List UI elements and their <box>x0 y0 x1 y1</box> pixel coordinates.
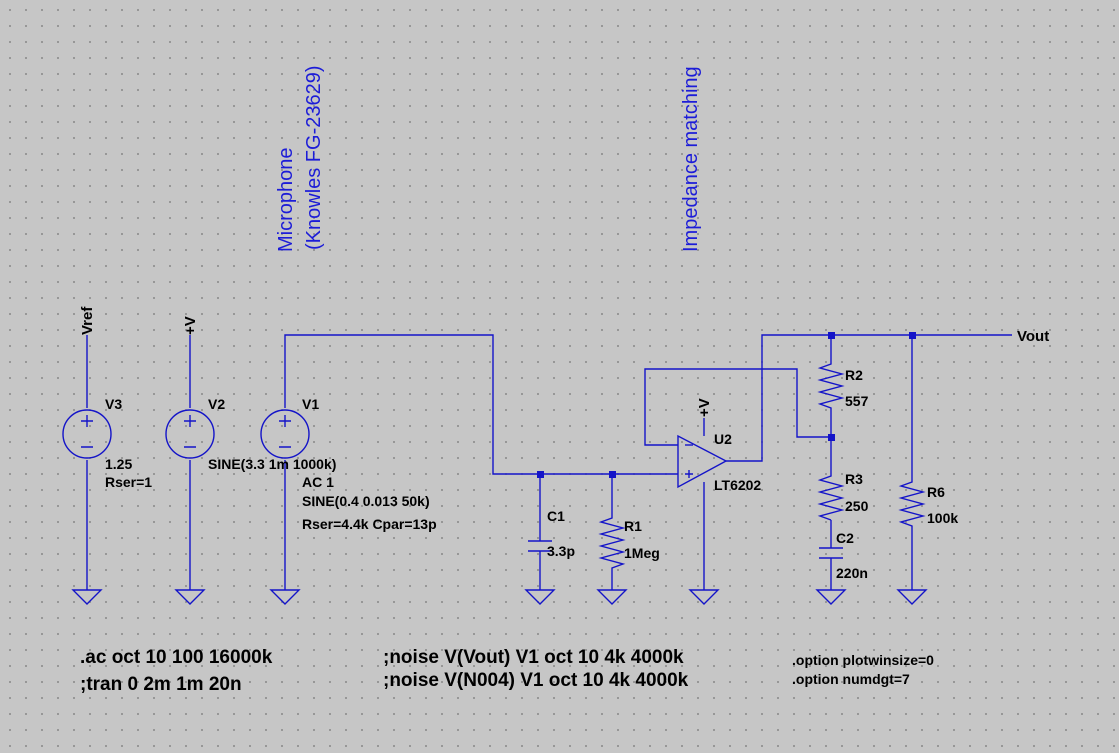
r3-value: 250 <box>845 498 869 514</box>
r1-name: R1 <box>624 518 642 534</box>
u2-value: LT6202 <box>714 477 761 493</box>
ground-icon <box>596 589 628 605</box>
net-label-vref[interactable]: Vref <box>79 306 96 335</box>
net-label-plusv[interactable]: +V <box>182 316 199 335</box>
v1-param: Rser=4.4k Cpar=13p <box>302 516 437 532</box>
r6-value: 100k <box>927 510 958 526</box>
ground-icon <box>269 589 301 605</box>
ground-icon <box>524 589 556 605</box>
directive-tran[interactable]: ;tran 0 2m 1m 20n <box>80 674 242 695</box>
c1-name: C1 <box>547 508 565 524</box>
junction-dot <box>609 471 616 478</box>
microphone-model: (Knowles FG-23629) <box>303 65 325 250</box>
ground-icon <box>688 589 720 605</box>
r6-name: R6 <box>927 484 945 500</box>
u2-name: U2 <box>714 431 732 447</box>
v3-param: Rser=1 <box>105 474 152 490</box>
v3-name: V3 <box>105 396 122 412</box>
ground-icon <box>71 589 103 605</box>
v1-ac: AC 1 <box>302 474 334 490</box>
ground-icon <box>896 589 928 605</box>
v1-value: SINE(0.4 0.013 50k) <box>302 493 430 509</box>
wire-v1-out[interactable] <box>284 334 678 475</box>
c2-name: C2 <box>836 530 854 546</box>
junctions <box>537 332 916 478</box>
voltage-source-v3[interactable] <box>62 409 112 459</box>
opamp-u2[interactable] <box>677 434 728 489</box>
junction-dot <box>828 332 835 339</box>
directive-noise-n004[interactable]: ;noise V(N004) V1 oct 10 4k 4000k <box>383 670 689 691</box>
capacitor-c1[interactable] <box>528 540 552 552</box>
resistor-r3[interactable] <box>817 470 845 521</box>
resistor-r1[interactable] <box>598 512 626 578</box>
wire-vout[interactable] <box>726 334 1012 462</box>
directive-option-plotwinsize[interactable]: .option plotwinsize=0 <box>792 652 934 668</box>
r1-value: 1Meg <box>624 545 660 561</box>
voltage-source-v1[interactable] <box>260 409 310 459</box>
capacitor-c2[interactable] <box>819 547 843 559</box>
v3-value: 1.25 <box>105 456 132 472</box>
impedance-title: Impedance matching <box>680 66 702 252</box>
ground-icon <box>174 589 206 605</box>
junction-dot <box>909 332 916 339</box>
c1-value: 3.3p <box>547 543 575 559</box>
ground-icon <box>815 589 847 605</box>
directive-ac[interactable]: .ac oct 10 100 16000k <box>80 647 273 668</box>
directive-noise-vout[interactable]: ;noise V(Vout) V1 oct 10 4k 4000k <box>383 647 684 668</box>
r2-name: R2 <box>845 367 863 383</box>
v2-name: V2 <box>208 396 225 412</box>
r2-value: 557 <box>845 393 869 409</box>
junction-dot <box>537 471 544 478</box>
wire-inv-input[interactable] <box>644 368 831 446</box>
voltage-source-v2[interactable] <box>165 409 215 459</box>
resistor-r6[interactable] <box>898 476 926 530</box>
net-label-u2-supply[interactable]: +V <box>696 398 713 417</box>
ground-symbols <box>71 589 928 605</box>
junction-dot <box>828 434 835 441</box>
microphone-title: Microphone <box>275 147 297 252</box>
wires <box>86 334 1012 590</box>
c2-value: 220n <box>836 565 868 581</box>
resistor-r2[interactable] <box>817 358 845 412</box>
r3-name: R3 <box>845 471 863 487</box>
net-label-vout[interactable]: Vout <box>1017 328 1049 345</box>
v1-name: V1 <box>302 396 319 412</box>
directive-option-numdgt[interactable]: .option numdgt=7 <box>792 671 910 687</box>
v2-value: SINE(3.3 1m 1000k) <box>208 456 336 472</box>
